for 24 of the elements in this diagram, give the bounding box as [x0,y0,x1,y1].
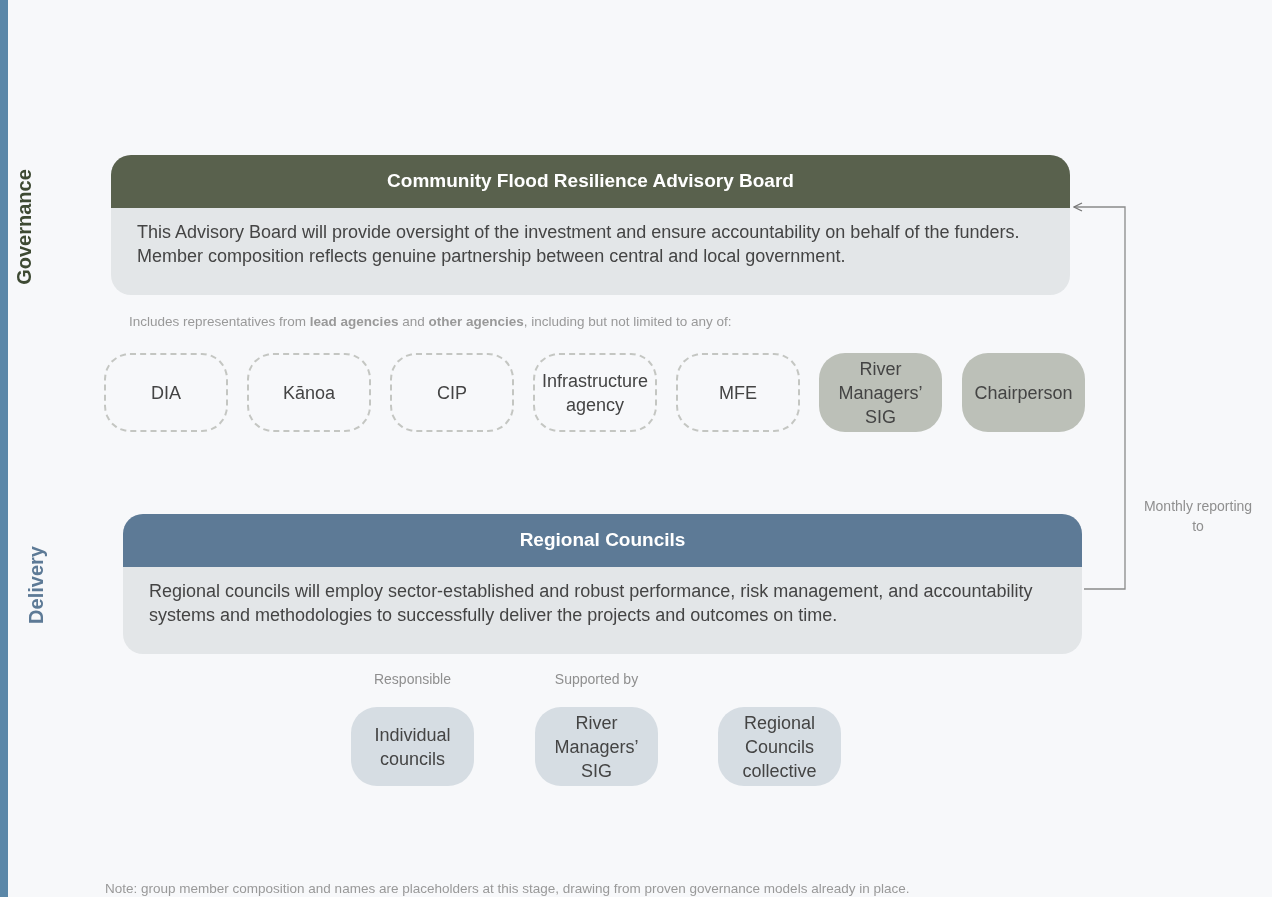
member-pill: DIA [104,353,228,432]
member-pill: MFE [676,353,800,432]
group-caption: Supported by [553,670,640,689]
panel-card [111,155,1070,295]
member-pill: River Managers’ SIG [535,707,658,786]
member-pill: Infrastructure agency [533,353,657,432]
member-pill: Chairperson [962,353,1085,432]
note-text: Includes representatives from lead agencies and other agencies, including but not limited to any of: [129,313,732,331]
member-pill: River Managers’ SIG [819,353,942,432]
panel-header: Community Flood Resilience Advisory Board [111,155,1070,208]
panel-header: Regional Councils [123,514,1082,567]
member-pill: CIP [390,353,514,432]
group-caption: Responsible [372,670,453,689]
panel-card [123,514,1082,654]
edge-label: Monthly reporting to [1142,497,1254,536]
section-label: Delivery [24,545,48,626]
section-label: Governance [12,168,36,287]
panel-description: Regional councils will employ sector-established and robust performance, risk management, and accountability systems and methodologies to successfully deliver the projects and outcomes on time. [148,580,1034,627]
member-pill: Regional Councils collective [718,707,841,786]
panel-description: This Advisory Board will provide oversight of the investment and ensure accountability on behalf of the funders. Member composition reflects genuine partnership between central and local government. [136,221,1021,268]
footnote: Note: group member composition and names are placeholders at this stage, drawing from proven governance models already in place. [105,880,910,897]
member-pill: Kānoa [247,353,371,432]
connector-arrow [1073,202,1126,590]
member-pill: Individual councils [351,707,474,786]
